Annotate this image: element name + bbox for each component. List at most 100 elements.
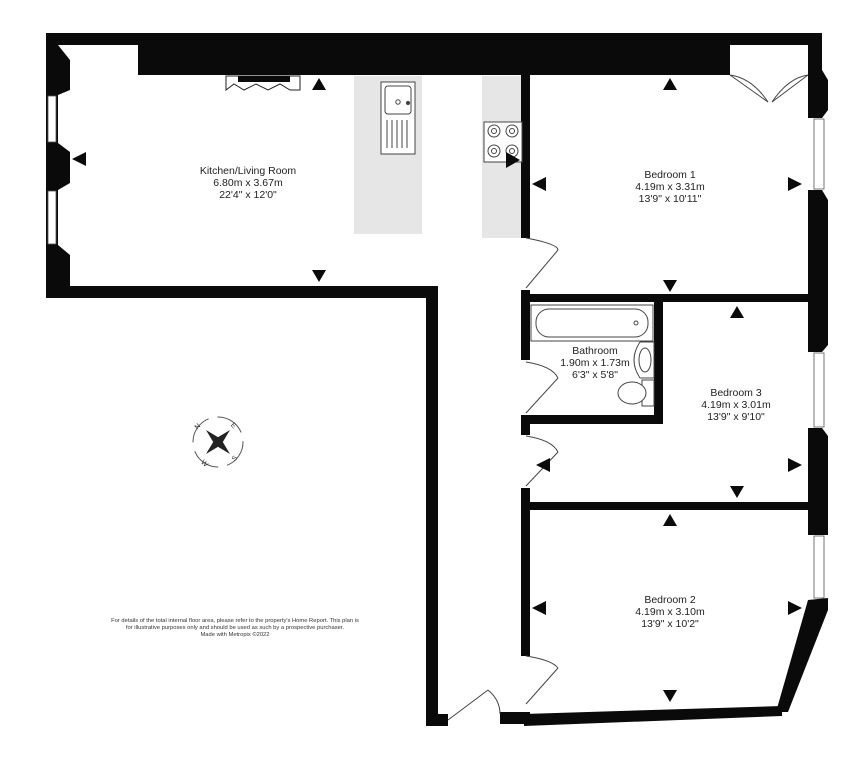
wall-top-main <box>138 33 730 75</box>
marker-bed1-bottom <box>663 280 677 292</box>
door-swing <box>525 361 559 379</box>
marker-bed2-top <box>663 514 677 526</box>
door-leaf-left <box>729 74 769 103</box>
room-name: Bathroom <box>572 345 618 357</box>
door-swing <box>525 655 559 669</box>
basin-icon <box>633 341 655 379</box>
marker-kitchen-top <box>312 78 326 90</box>
door-swing <box>487 689 501 715</box>
bathtub-drain <box>633 320 639 326</box>
marker-bed1-left <box>532 177 546 191</box>
wall-right-top <box>808 33 822 73</box>
room-dimensions-metric: 4.19m x 3.01m <box>701 399 771 411</box>
room-name: Kitchen/Living Room <box>199 165 297 177</box>
wall-right-pier-4 <box>808 510 828 535</box>
sink-icon <box>380 81 416 155</box>
door-bedroom-2[interactable] <box>525 655 559 705</box>
room-dimensions-metric: 4.19m x 3.31m <box>635 181 705 193</box>
door-leaf <box>447 689 489 721</box>
wall-bed1-bed3 <box>521 294 815 302</box>
marker-bed3-left <box>536 458 550 472</box>
compass-ring <box>192 416 244 468</box>
door-entrance[interactable] <box>447 689 501 721</box>
hob-ring <box>487 144 501 158</box>
windows <box>47 95 825 599</box>
window-bed1 <box>813 118 825 190</box>
wall-right-pier-1 <box>808 70 828 118</box>
door-leaf-right <box>771 74 809 103</box>
room-name: Bedroom 2 <box>644 594 696 606</box>
door-bathroom[interactable] <box>525 361 559 414</box>
compass-e: E <box>229 422 237 430</box>
room-dimensions-metric: 4.19m x 3.10m <box>635 606 705 618</box>
wall-central-lower <box>521 488 530 656</box>
door-leaf <box>525 377 559 414</box>
room-dimensions-imperial: 13'9" x 9'10" <box>707 411 765 423</box>
wall-corridor-left <box>426 286 438 726</box>
compass-w: W <box>199 459 209 469</box>
room-label-bedroom-1: Bedroom 1 4.19m x 3.31m 13'9" x 10'11" <box>590 169 750 205</box>
hob-surface <box>483 121 523 163</box>
door-leaf <box>525 451 559 487</box>
marker-bed2-left <box>532 601 546 615</box>
wall-top-right <box>730 33 822 45</box>
door-bedroom-1[interactable] <box>525 237 559 289</box>
wall-left-pier-top <box>46 45 70 95</box>
wall-left-pier-mid <box>46 143 70 190</box>
door-bedroom-3[interactable] <box>525 435 559 487</box>
sink-tap <box>405 100 411 106</box>
room-label-bedroom-2: Bedroom 2 4.19m x 3.10m 13'9" x 10'2" <box>590 594 750 630</box>
compass-s: S <box>231 455 239 463</box>
fireplace-hearth <box>238 76 290 82</box>
wall-bottom-stub-left <box>426 714 448 726</box>
compass: N E S W <box>192 416 244 469</box>
room-dimensions-metric: 1.90m x 1.73m <box>560 357 630 369</box>
toilet-bowl <box>617 381 647 405</box>
disclaimer-text: For details of the total internal floor … <box>60 618 410 639</box>
wall-central-upper <box>521 75 530 238</box>
marker-bed3-top <box>730 306 744 318</box>
marker-bed3-right <box>788 458 802 472</box>
wall-bath-right <box>654 294 663 424</box>
bathtub-inner <box>535 308 649 338</box>
marker-bed2-right <box>788 601 802 615</box>
measurement-markers <box>72 78 802 702</box>
door-arc-right <box>771 74 809 103</box>
kitchen-fixtures <box>225 75 523 163</box>
window-kitchen-lower <box>47 190 57 245</box>
hob-icon <box>483 121 523 163</box>
wall-central-mid <box>521 290 530 360</box>
room-dimensions-imperial: 22'4" x 12'0" <box>219 189 277 201</box>
sink-drain <box>395 99 401 105</box>
wall-bath-bottom <box>521 415 663 424</box>
marker-bed2-bottom <box>663 690 677 702</box>
fireplace <box>225 75 301 91</box>
wall-right-slant <box>776 598 828 712</box>
door-swing <box>525 237 559 251</box>
disclaimer-line: For details of the total internal floor … <box>111 618 359 624</box>
door-leaf <box>525 667 559 705</box>
room-label-kitchen: Kitchen/Living Room 6.80m x 3.67m 22'4" … <box>168 165 328 201</box>
room-dimensions-imperial: 6'3" x 5'8" <box>572 369 618 381</box>
marker-kitchen-bottom <box>312 270 326 282</box>
marker-bed3-bottom <box>730 486 744 498</box>
disclaimer-line: for illustrative purposes only and shoul… <box>125 625 345 631</box>
wall-kitchen-bottom <box>46 286 428 298</box>
drainer-grooves <box>386 120 408 148</box>
room-dimensions-imperial: 13'9" x 10'2" <box>641 618 699 630</box>
marker-kitchen-right <box>506 152 520 168</box>
room-label-bathroom: Bathroom 1.90m x 1.73m 6'3" x 5'8" <box>549 345 641 381</box>
room-name: Bedroom 1 <box>644 169 696 181</box>
disclaimer-line: Made with Metropix ©2022 <box>200 632 270 638</box>
basin-bowl <box>638 347 652 373</box>
bathroom-fixtures <box>530 304 655 407</box>
door-arc-left <box>729 74 769 103</box>
french-doors-bed1[interactable] <box>729 74 809 103</box>
marker-kitchen-left <box>72 152 86 166</box>
room-label-bedroom-3: Bedroom 3 4.19m x 3.01m 13'9" x 9'10" <box>656 387 816 423</box>
room-dimensions-imperial: 13'9" x 10'11" <box>638 193 702 205</box>
hob-ring <box>505 124 519 138</box>
marker-bed1-right <box>788 177 802 191</box>
door-leaf <box>525 249 559 289</box>
room-name: Bedroom 3 <box>710 387 762 399</box>
